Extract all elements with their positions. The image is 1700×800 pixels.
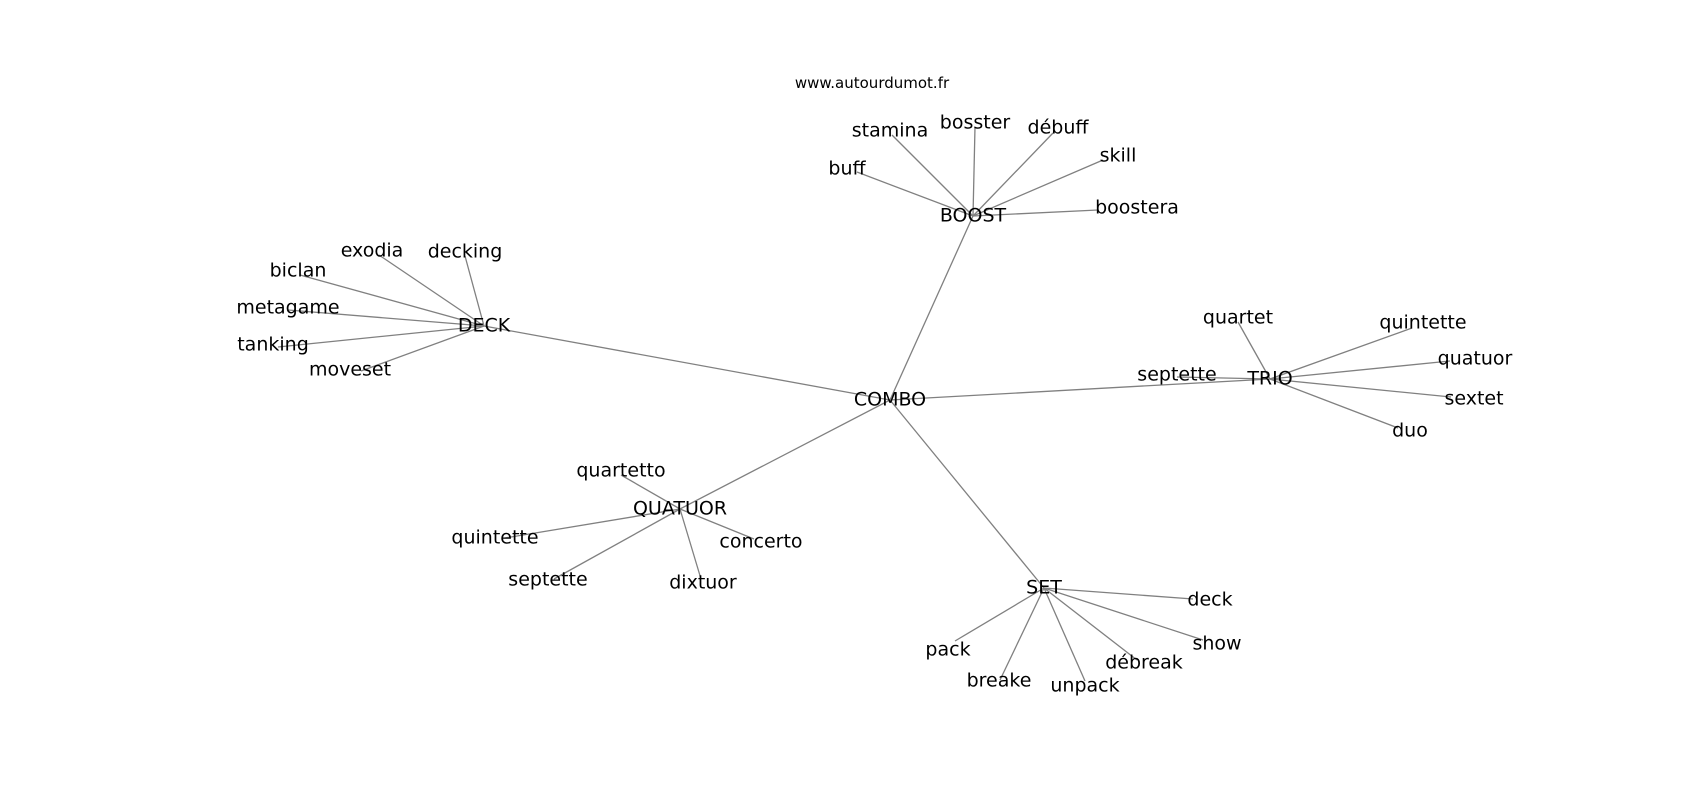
edge-center-to-boost bbox=[889, 215, 974, 401]
leaf-node: concerto bbox=[719, 531, 802, 553]
edge-set-to-leaf bbox=[954, 587, 1045, 642]
edge-deck-to-leaf bbox=[287, 309, 485, 327]
edge-quatuor-to-leaf bbox=[553, 508, 681, 580]
edge-trio-to-leaf bbox=[1269, 378, 1452, 398]
edge-trio-to-leaf bbox=[1269, 378, 1399, 429]
edge-set-to-leaf bbox=[1043, 587, 1086, 682]
edge-boost-to-leaf bbox=[972, 159, 1104, 217]
node-labels: COMBO BOOST stamina bosster débuff skill buff b… bbox=[236, 112, 1512, 697]
leaf-node: quartetto bbox=[576, 460, 665, 482]
edge-quatuor-to-leaf bbox=[504, 508, 681, 539]
edges bbox=[277, 126, 1452, 682]
leaf-node: buff bbox=[828, 158, 866, 180]
edge-trio-to-leaf bbox=[1237, 321, 1271, 380]
edge-set-to-leaf bbox=[1043, 587, 1204, 641]
edge-deck-to-leaf bbox=[360, 325, 485, 372]
edge-center-to-deck bbox=[483, 325, 891, 401]
edge-set-to-leaf bbox=[1043, 587, 1138, 661]
leaf-node: metagame bbox=[236, 297, 339, 319]
edge-deck-to-leaf bbox=[378, 254, 485, 327]
leaf-node: quartet bbox=[1203, 307, 1273, 329]
edge-set-to-leaf bbox=[999, 587, 1045, 681]
leaf-node: skill bbox=[1100, 145, 1137, 167]
leaf-node: quatuor bbox=[1438, 348, 1513, 370]
watermark: www.autourdumot.fr bbox=[795, 74, 950, 92]
leaf-node: septette bbox=[508, 569, 587, 591]
edge-center-to-set bbox=[889, 399, 1045, 589]
edge-deck-to-leaf bbox=[464, 255, 485, 327]
edge-quatuor-to-leaf bbox=[679, 508, 702, 580]
edge-trio-to-leaf bbox=[1269, 327, 1413, 380]
edge-boost-to-leaf bbox=[972, 132, 1054, 217]
edge-boost-to-leaf bbox=[972, 126, 976, 217]
leaf-node: quintette bbox=[451, 527, 538, 549]
leaf-node: exodia bbox=[341, 240, 404, 262]
edge-deck-to-leaf bbox=[277, 325, 485, 348]
hub-node-deck: DECK bbox=[458, 315, 511, 337]
edge-center-to-quatuor bbox=[679, 399, 891, 510]
hub-node-boost: BOOST bbox=[940, 205, 1007, 227]
leaf-node: débreak bbox=[1105, 652, 1183, 674]
leaf-node: decking bbox=[428, 241, 503, 263]
leaf-node: show bbox=[1192, 633, 1241, 655]
leaf-node: bosster bbox=[940, 112, 1011, 134]
leaf-node: quintette bbox=[1379, 312, 1466, 334]
edge-boost-to-leaf bbox=[891, 134, 974, 217]
leaf-node: septette bbox=[1137, 364, 1216, 386]
edge-quatuor-to-leaf bbox=[679, 508, 755, 540]
edge-boost-to-leaf bbox=[972, 209, 1099, 217]
leaf-node: pack bbox=[925, 639, 970, 661]
leaf-node: biclan bbox=[270, 260, 327, 282]
leaf-node: breake bbox=[967, 670, 1032, 692]
leaf-node: boostera bbox=[1095, 197, 1179, 219]
leaf-node: moveset bbox=[309, 359, 391, 381]
edge-center-to-trio bbox=[889, 378, 1271, 401]
edge-deck-to-leaf bbox=[299, 274, 485, 327]
leaf-node: débuff bbox=[1028, 117, 1090, 139]
leaf-node: unpack bbox=[1050, 675, 1119, 697]
edge-quatuor-to-leaf bbox=[620, 474, 681, 510]
edge-trio-to-leaf bbox=[1176, 376, 1271, 380]
leaf-node: sextet bbox=[1444, 388, 1503, 410]
edge-set-to-leaf bbox=[1043, 587, 1194, 600]
hub-node-trio: TRIO bbox=[1246, 368, 1292, 390]
leaf-node: tanking bbox=[237, 334, 309, 356]
leaf-node: stamina bbox=[852, 120, 928, 142]
center-node: COMBO bbox=[854, 389, 926, 411]
leaf-node: deck bbox=[1187, 589, 1232, 611]
leaf-node: dixtuor bbox=[669, 572, 737, 594]
hub-node-set: SET bbox=[1026, 577, 1062, 599]
edge-boost-to-leaf bbox=[856, 171, 974, 217]
leaf-node: duo bbox=[1392, 420, 1428, 442]
hub-node-quatuor: QUATUOR bbox=[633, 498, 727, 520]
edge-trio-to-leaf bbox=[1269, 360, 1451, 380]
